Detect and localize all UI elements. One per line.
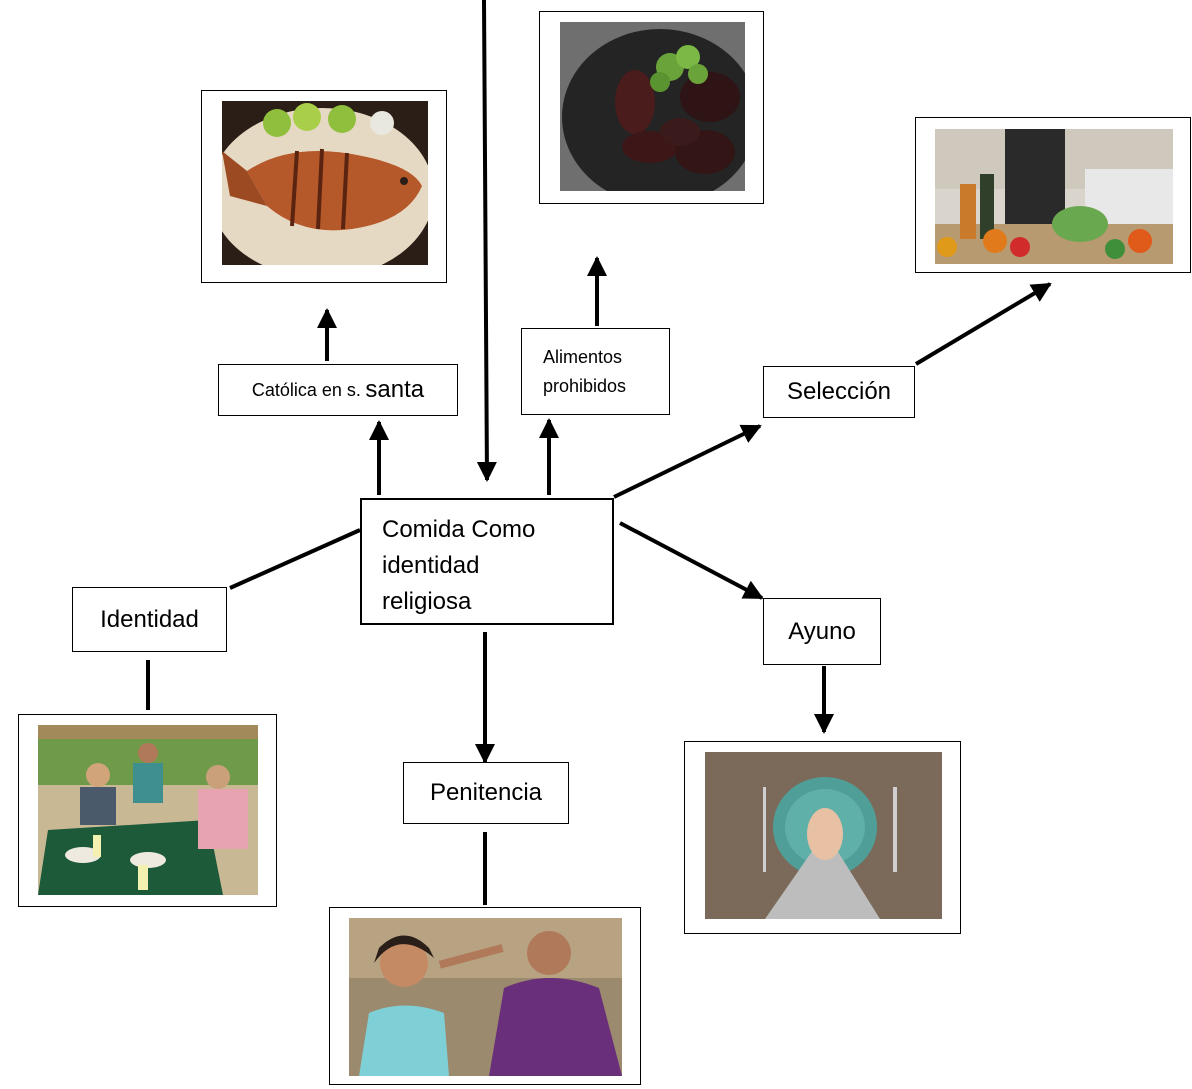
ashes-image [349, 918, 622, 1076]
arrow-to-ayuno [619, 521, 764, 600]
node-catolica: Católica en s. santa [218, 364, 458, 416]
central-line-1: Comida Como [382, 516, 536, 543]
dining-image [38, 725, 258, 895]
central-line-2: identidad [382, 552, 480, 579]
arrow-top-incoming [476, 0, 497, 482]
kitchen-image-frame [915, 117, 1191, 273]
node-alimentos-prohibidos: Alimentos prohibidos [521, 328, 670, 415]
fasting-image-frame [684, 741, 961, 934]
node-ayuno: Ayuno [763, 598, 881, 665]
line-to-identidad [229, 528, 361, 590]
alimentos-line-1: Alimentos [543, 346, 623, 367]
sausages-image-frame [539, 11, 764, 204]
node-penitencia: Penitencia [403, 762, 569, 824]
fasting-image [705, 752, 942, 919]
catolica-suffix: santa [365, 376, 425, 403]
ashes-image-frame [329, 907, 641, 1085]
seleccion-label: Selección [786, 378, 892, 405]
arrow-to-kitchen-image [914, 282, 1052, 366]
node-identidad: Identidad [72, 587, 227, 652]
node-seleccion: Selección [763, 366, 915, 418]
kitchen-image [935, 129, 1173, 264]
fish-image [222, 101, 428, 265]
central-node: Comida Como identidad religiosa [360, 498, 614, 625]
arrow-to-seleccion [613, 424, 762, 499]
fish-image-frame [201, 90, 447, 283]
sausages-image [560, 22, 745, 191]
catolica-prefix: Católica en s. [251, 379, 361, 400]
alimentos-line-2: prohibidos [543, 375, 627, 396]
central-line-3: religiosa [382, 588, 472, 615]
penitencia-label: Penitencia [429, 779, 543, 806]
ayuno-label: Ayuno [788, 617, 856, 645]
dining-image-frame [18, 714, 277, 907]
identidad-label: Identidad [100, 605, 199, 633]
